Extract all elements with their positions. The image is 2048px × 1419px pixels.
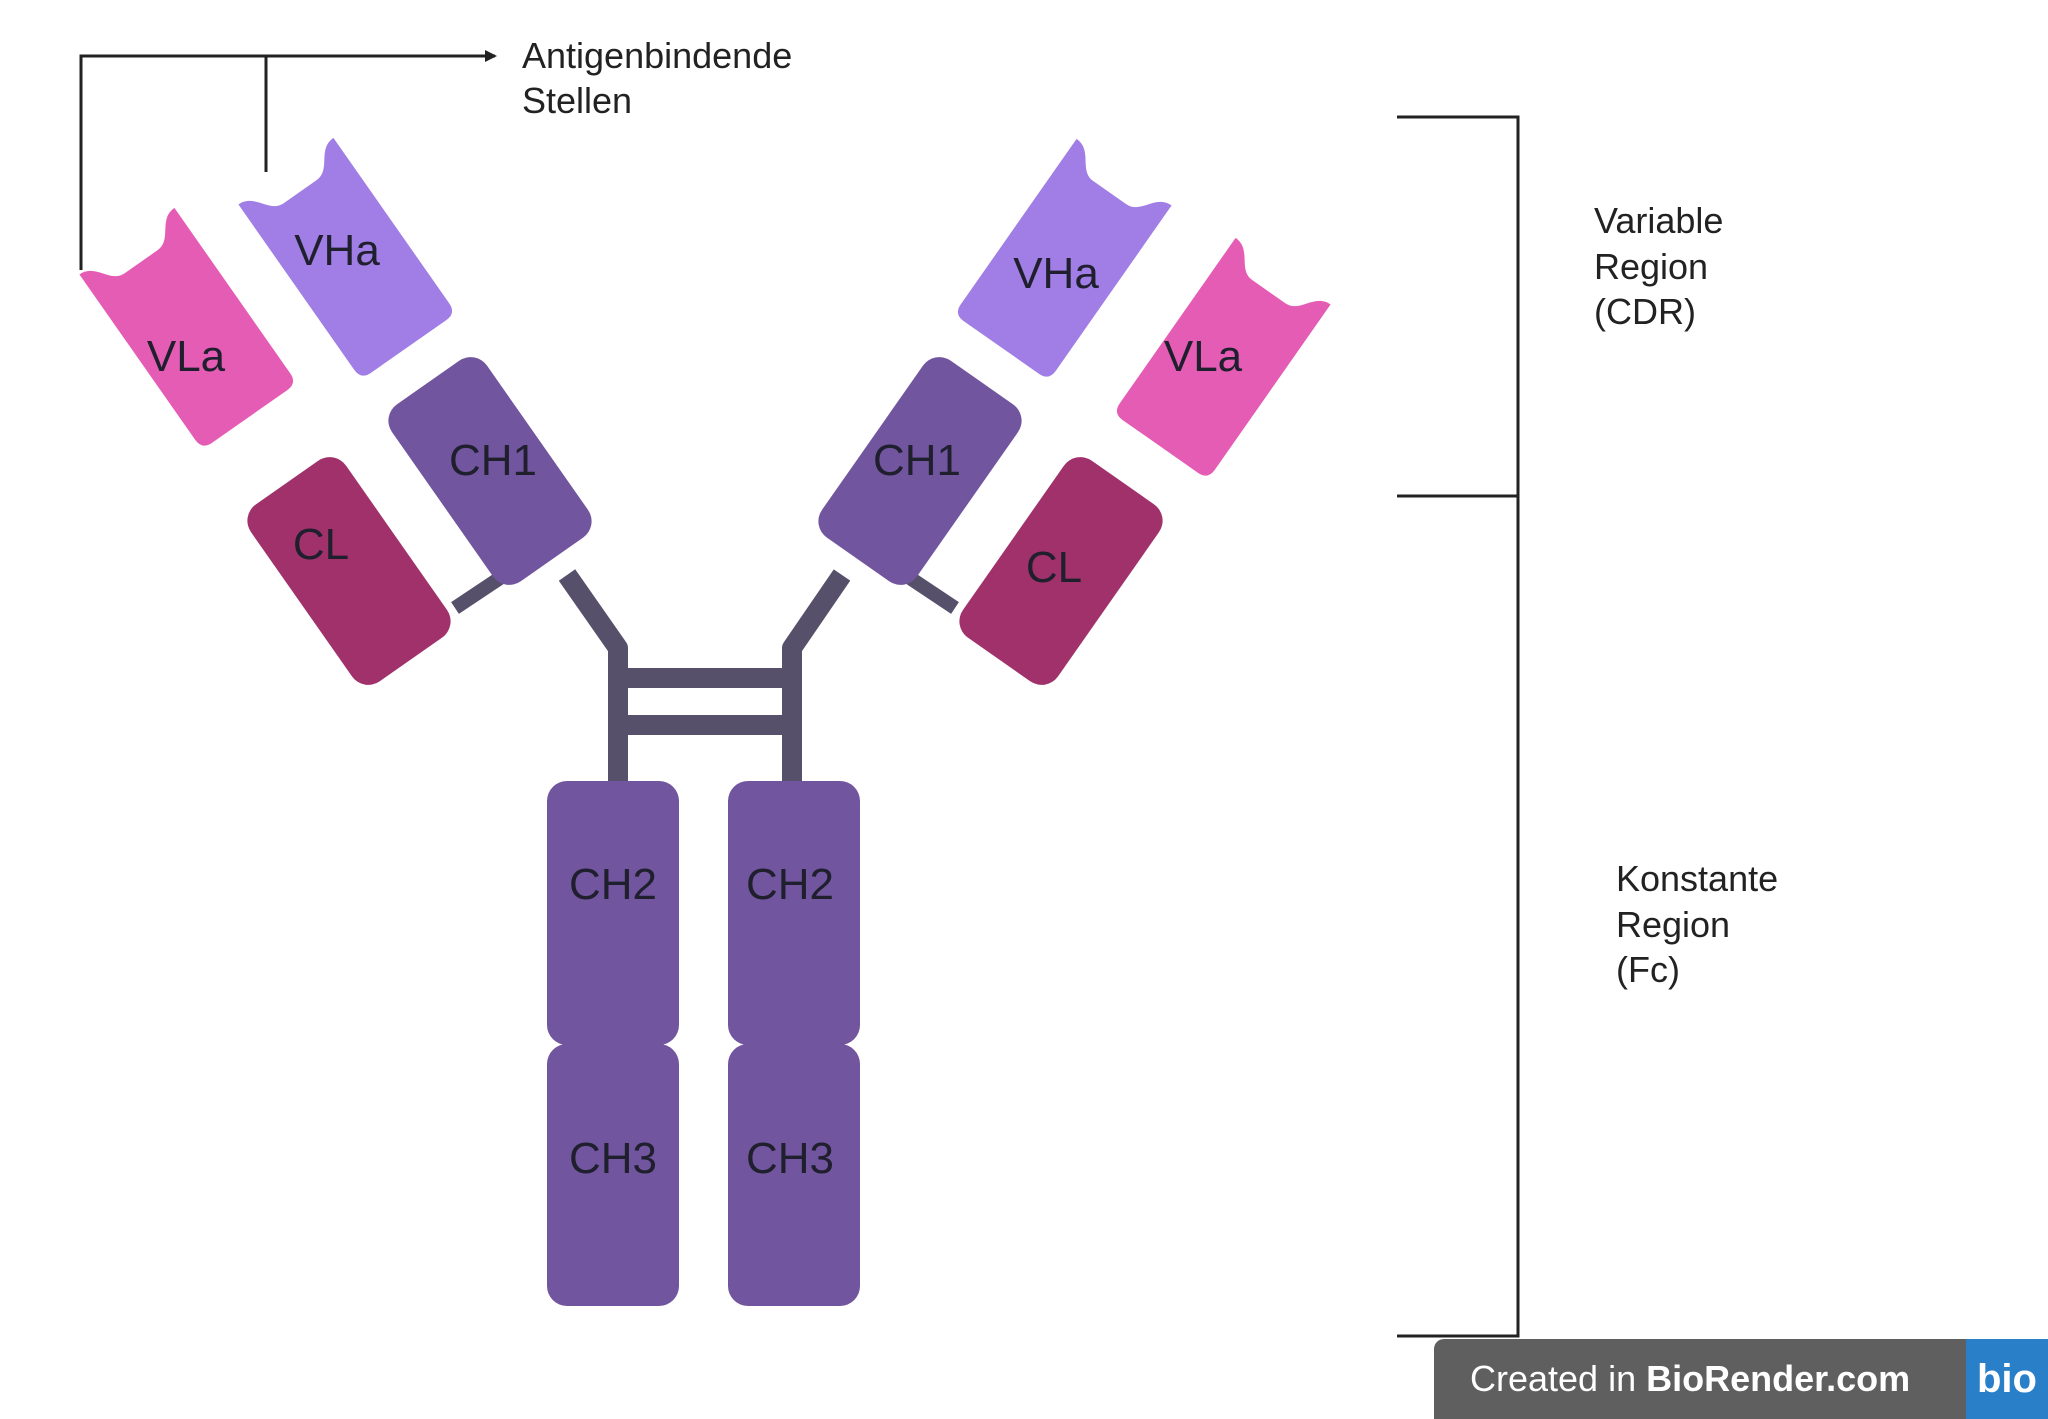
left-light-constant-domain <box>247 457 451 685</box>
left-heavy-constant-ch1 <box>388 357 592 585</box>
label-right-cl: CL <box>1026 543 1082 592</box>
variable-region-label: Variable Region (CDR) <box>1594 200 1733 332</box>
label-left-ch2: CH2 <box>569 860 657 909</box>
right-ch3-domain <box>728 1044 860 1306</box>
right-light-variable-domain <box>1116 237 1331 476</box>
antigen-binding-connector <box>79 50 497 270</box>
right-heavy-variable-domain <box>957 138 1172 377</box>
left-ch3-domain <box>547 1044 679 1306</box>
hinge-region <box>451 569 959 785</box>
label-right-vl: VLa <box>1164 332 1243 381</box>
label-right-vh: VHa <box>1013 249 1099 298</box>
label-left-ch3: CH3 <box>569 1134 657 1183</box>
biorender-watermark: Created in BioRender.com bio <box>1434 1339 2048 1419</box>
label-left-vl: VLa <box>147 332 226 381</box>
left-light-variable-domain <box>79 207 294 446</box>
label-right-ch2: CH2 <box>746 860 834 909</box>
label-right-ch1: CH1 <box>873 436 961 485</box>
left-heavy-variable-domain <box>238 137 453 376</box>
label-right-ch3: CH3 <box>746 1134 834 1183</box>
right-ch2-domain <box>728 781 860 1045</box>
antigen-binding-label: Antigenbindende Stellen <box>522 35 802 121</box>
right-light-constant-domain <box>959 457 1163 685</box>
watermark-text: Created in BioRender.com <box>1470 1358 1966 1400</box>
watermark-prefix: Created in <box>1470 1358 1647 1399</box>
label-left-cl: CL <box>293 520 349 569</box>
constant-region-label: Konstante Region (Fc) <box>1616 858 1788 990</box>
label-left-vh: VHa <box>294 226 380 275</box>
watermark-brand: BioRender.com <box>1646 1358 1911 1399</box>
biorender-logo-icon: bio <box>1966 1339 2048 1419</box>
region-bracket <box>1397 115 1520 1338</box>
label-left-ch1: CH1 <box>449 436 537 485</box>
left-ch2-domain <box>547 781 679 1045</box>
right-heavy-constant-ch1 <box>818 357 1022 585</box>
